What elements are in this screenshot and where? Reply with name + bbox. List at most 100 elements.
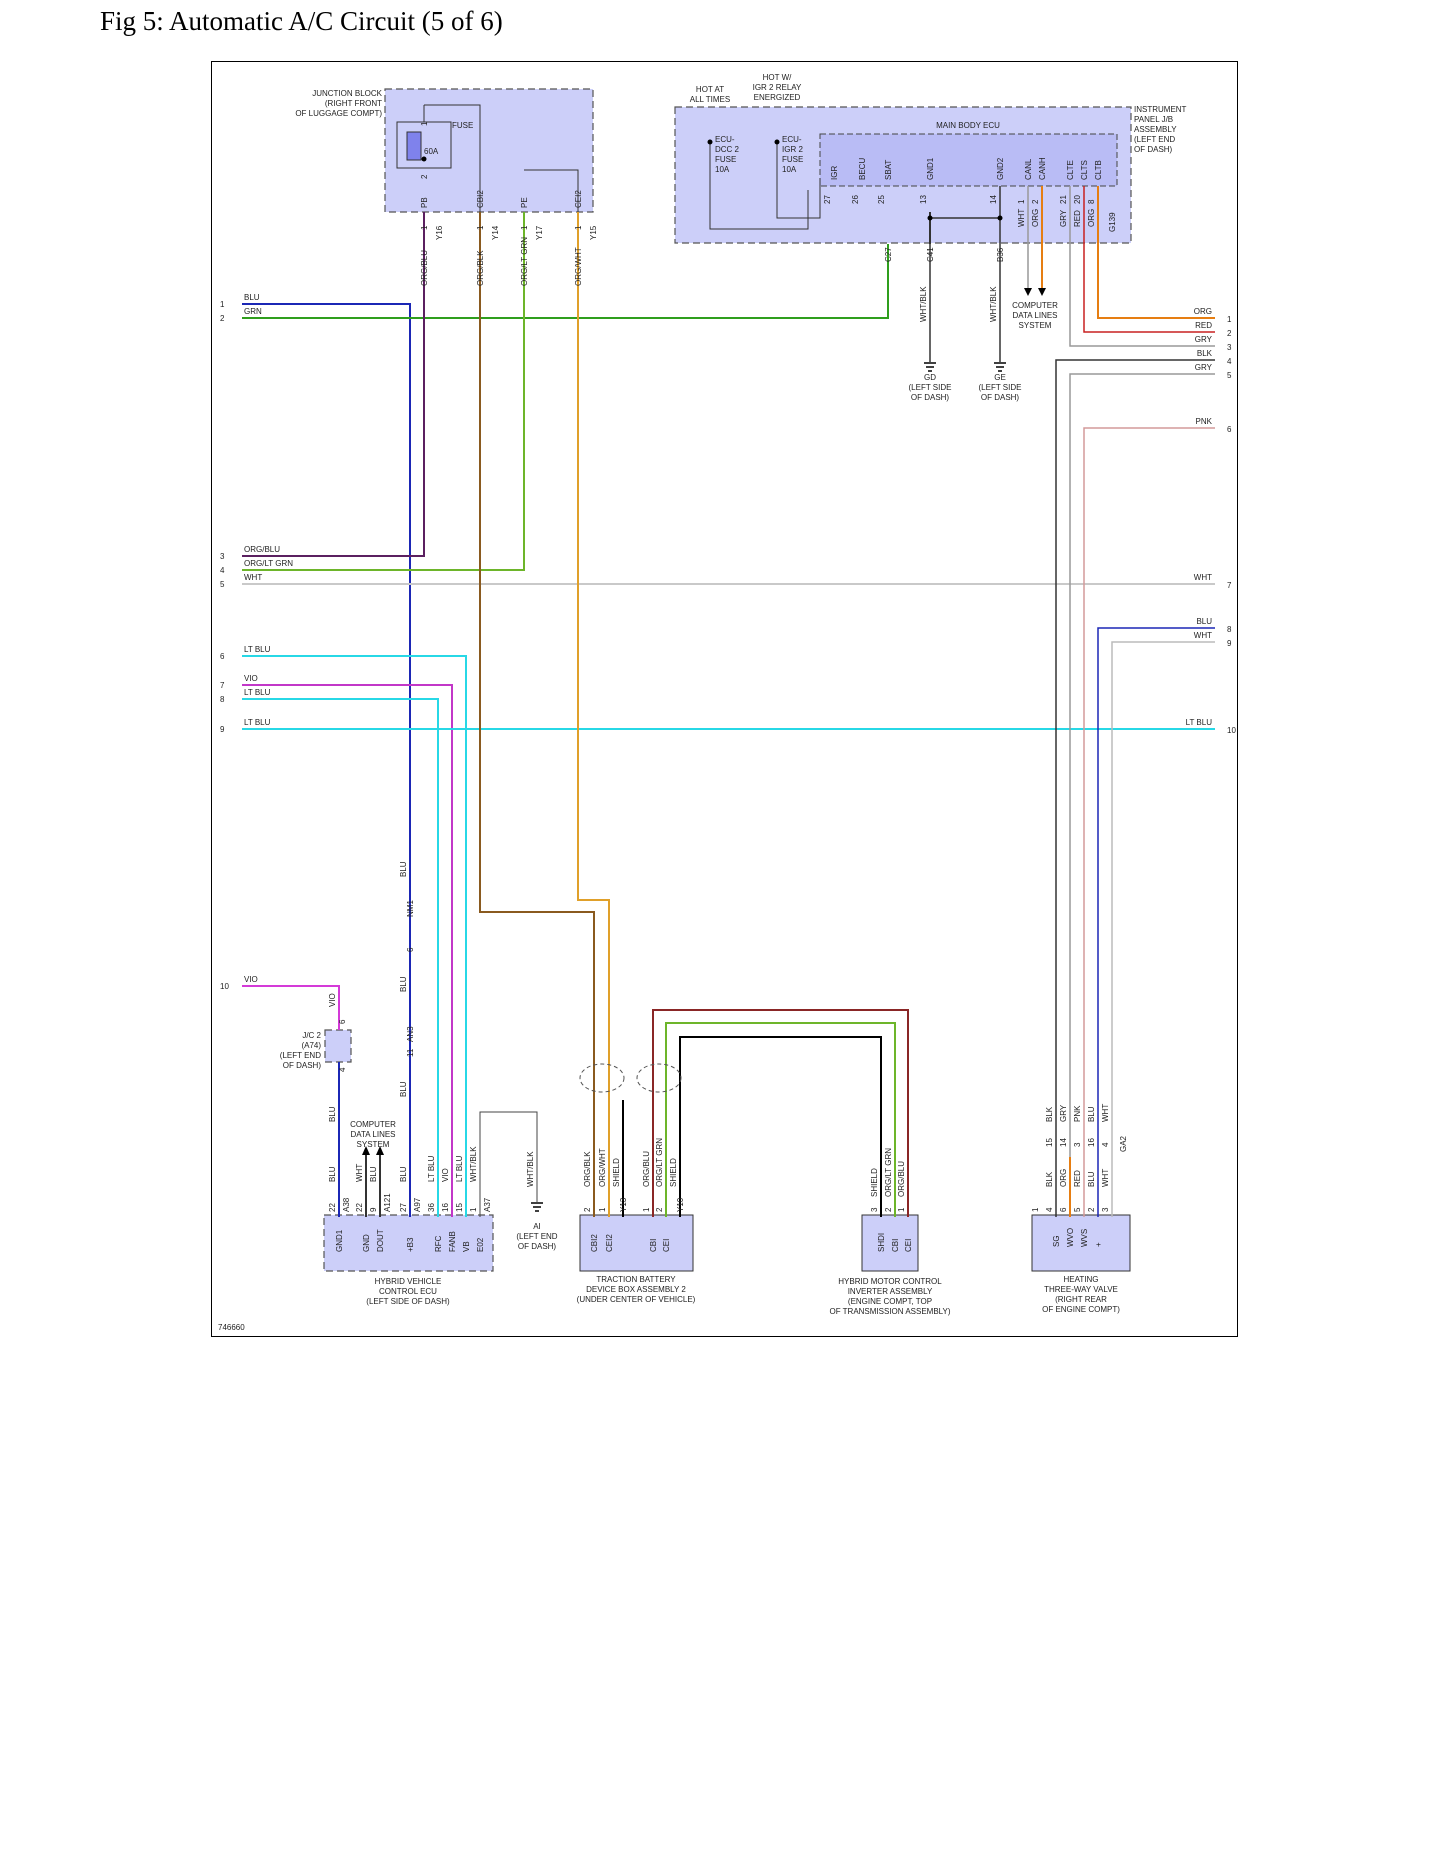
left-ref-label: GRN xyxy=(244,307,262,316)
left-ref-label: LT BLU xyxy=(244,688,271,697)
right-ref-num: 5 xyxy=(1227,371,1232,380)
left-ref-num: 6 xyxy=(220,652,225,661)
ecu-pin-num: 1 xyxy=(1017,199,1026,204)
nm1-connector: NM1 xyxy=(406,900,415,917)
valve-conn-num: 3 xyxy=(1073,1142,1082,1147)
jc2-box xyxy=(324,1029,352,1063)
wire-fuse-feed xyxy=(709,142,821,230)
wire-whtblk-ai xyxy=(479,1111,538,1217)
tb-wire-label: ORG/BLK xyxy=(583,1151,592,1187)
hv-ecu-wire-label: LT BLU xyxy=(455,1155,464,1182)
jb-pin-label: PB xyxy=(420,197,429,208)
wire-jb-internal xyxy=(423,104,579,212)
wire-orgblu-3 xyxy=(242,212,425,557)
jb-connector: Y14 xyxy=(491,225,500,240)
instrument-panel-jb-label: (LEFT END xyxy=(1134,135,1175,144)
wire-clts-red xyxy=(1083,186,1215,333)
valve-pin-num: 3 xyxy=(1101,1207,1110,1212)
tb-pin-num: 2 xyxy=(583,1207,592,1212)
ecu-pin-label: SBAT xyxy=(884,160,893,180)
right-ref-label: BLK xyxy=(1197,349,1213,358)
wire-ltblu-6 xyxy=(242,655,467,1217)
heating-valve-label: (RIGHT REAR xyxy=(1055,1295,1107,1304)
hv-ecu-pin-label: GND xyxy=(362,1234,371,1252)
valve-connector: GA2 xyxy=(1119,1135,1128,1152)
right-ref-num: 7 xyxy=(1227,581,1232,590)
jb-connector: Y15 xyxy=(589,225,598,240)
hot-w-igr2-label: HOT W/ xyxy=(763,73,793,82)
hv-ecu-wire-label: LT BLU xyxy=(427,1155,436,1182)
ground-symbols xyxy=(531,362,1006,1212)
valve-conn-num: 14 xyxy=(1059,1138,1068,1147)
junction-block-label: JUNCTION BLOCK xyxy=(312,89,382,98)
valve-pin-num: 4 xyxy=(1045,1207,1054,1212)
jb-pin-label: PE xyxy=(520,197,529,208)
tb-pin-num: 1 xyxy=(598,1207,607,1212)
wire-blu-1 xyxy=(242,303,411,1217)
ecu-wire-label: WHT xyxy=(1017,209,1026,227)
ground-gd-label: GD xyxy=(924,373,936,382)
wire-gry-5 xyxy=(1069,373,1215,1217)
instrument-panel-jb-label: OF DASH) xyxy=(1134,145,1173,154)
hv-ecu-wire-label: WHT/BLK xyxy=(469,1146,478,1182)
right-ref-num: 6 xyxy=(1227,425,1232,434)
left-ref-label: LT BLU xyxy=(244,718,271,727)
an3-connector: AN3 xyxy=(406,1026,415,1042)
hot-at-all-times-label: ALL TIMES xyxy=(690,95,730,104)
ecu-pin-num: 13 xyxy=(919,195,928,204)
wire-cdl-bottom xyxy=(365,1154,381,1217)
wire-orglt-4 xyxy=(242,212,525,571)
hot-w-igr2-label: IGR 2 RELAY xyxy=(753,83,802,92)
tb-wire-label: ORG/WHT xyxy=(598,1148,607,1187)
left-ref-label: BLU xyxy=(244,293,260,302)
ground-gd-label: OF DASH) xyxy=(911,393,950,402)
computer-data-lines-bottom-label: DATA LINES xyxy=(350,1130,395,1139)
inv-wire-label: SHIELD xyxy=(870,1168,879,1197)
left-ref-label: ORG/BLU xyxy=(244,545,280,554)
valve-wire-lower: BLU xyxy=(1087,1171,1096,1187)
blu-wire-label: BLU xyxy=(399,1081,408,1097)
ecu-pin-label: CLTE xyxy=(1066,160,1075,180)
hybrid-vehicle-ecu-label: CONTROL ECU xyxy=(379,1287,437,1296)
instrument-panel-jb-label: PANEL J/B xyxy=(1134,115,1173,124)
ecu-pin-num: 8 xyxy=(1087,199,1096,204)
ecu-pin-label: GND2 xyxy=(996,157,1005,180)
inv-pin-label: CBI xyxy=(891,1239,900,1252)
jb-wire-label: ORG/BLU xyxy=(420,250,429,286)
right-ref-label: GRY xyxy=(1195,335,1213,344)
tb-wire-label: SHIELD xyxy=(669,1158,678,1187)
right-ref-label: PNK xyxy=(1196,417,1213,426)
hv-ecu-pin-num: 16 xyxy=(441,1203,450,1212)
ecu-wire-label: RED xyxy=(1073,210,1082,227)
ai-wire-label: WHT/BLK xyxy=(526,1151,535,1187)
wire-tb-inv-orgltgrn xyxy=(665,1022,896,1217)
ecu-pin-label: CANH xyxy=(1038,157,1047,180)
jc-wire-label: BLU xyxy=(328,1106,337,1122)
wire-cltb-org xyxy=(1097,186,1215,319)
ecu-pin-num: 20 xyxy=(1073,195,1082,204)
instrument-panel-jb-label: INSTRUMENT xyxy=(1134,105,1187,114)
valve-wire-lower: RED xyxy=(1073,1170,1082,1187)
traction-battery-box xyxy=(579,1214,694,1272)
valve-wire-upper: GRY xyxy=(1059,1104,1068,1122)
ground-ai-label: (LEFT END xyxy=(516,1232,557,1241)
tb-wire-label: ORG/BLU xyxy=(642,1151,651,1187)
inv-pin-label: CEI xyxy=(904,1239,913,1252)
wire-pnk-6 xyxy=(1083,427,1215,1217)
junction-block-label: (RIGHT FRONT xyxy=(325,99,382,108)
right-ref-num: 3 xyxy=(1227,343,1232,352)
data-line-arrows xyxy=(362,288,1046,1155)
hv-ecu-pin-label: GND1 xyxy=(335,1229,344,1252)
jc-pin: 6 xyxy=(338,1019,347,1024)
jc-wire-label: VIO xyxy=(328,993,337,1007)
hv-ecu-pin-num: 1 xyxy=(469,1207,478,1212)
tb-connector: Y13 xyxy=(619,1197,628,1212)
right-ref-num: 1 xyxy=(1227,315,1232,324)
junction-dots xyxy=(421,139,1003,221)
valve-wire-upper: WHT xyxy=(1101,1104,1110,1122)
jb-wire-label: ORG/WHT xyxy=(574,247,583,286)
valve-wire-upper: BLK xyxy=(1045,1106,1054,1122)
valve-conn-num: 4 xyxy=(1101,1142,1110,1147)
